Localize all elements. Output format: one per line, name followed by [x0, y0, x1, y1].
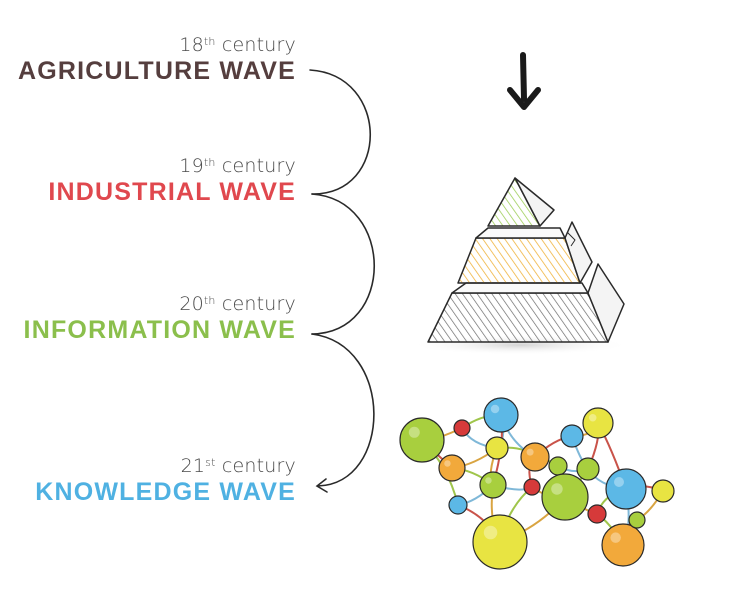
network-node — [587, 504, 607, 524]
era-agriculture: 18th century Agriculture Wave — [18, 34, 296, 86]
network-node — [548, 456, 568, 476]
network-node — [651, 479, 675, 503]
network-node — [523, 478, 541, 496]
node-highlight — [485, 477, 492, 484]
network-node — [448, 495, 468, 515]
network-node — [453, 419, 471, 437]
brace-industrial-to-information — [311, 193, 376, 335]
down-arrow-icon — [507, 52, 541, 110]
century-label: 19th century — [179, 155, 296, 177]
node-highlight — [483, 525, 498, 540]
era-information: 20th century Information Wave — [24, 293, 296, 345]
century-label: 21st century — [180, 455, 296, 477]
century-label: 20th century — [179, 293, 296, 315]
node-highlight — [490, 404, 500, 414]
network-node — [520, 442, 550, 472]
network-node — [438, 454, 466, 482]
network-node — [560, 424, 584, 448]
network-node — [605, 468, 647, 510]
network-node — [472, 514, 528, 570]
network-node — [576, 457, 600, 481]
wave-title: Industrial Wave — [48, 178, 296, 206]
network-node — [483, 397, 519, 433]
node-highlight — [589, 414, 597, 422]
brace-agri-to-industrial — [309, 69, 371, 195]
node-highlight — [444, 460, 451, 467]
wave-title: Information Wave — [23, 316, 296, 344]
node-highlight — [614, 477, 624, 487]
network-node — [479, 471, 507, 499]
network-node — [582, 407, 614, 439]
wave-title: Agriculture Wave — [17, 57, 296, 85]
node-highlight — [551, 483, 563, 495]
network-node — [541, 473, 589, 521]
network-node — [628, 511, 646, 529]
century-label: 18th century — [179, 34, 296, 56]
era-knowledge: 21st century Knowledge Wave — [35, 455, 296, 507]
era-industrial: 19th century Industrial Wave — [48, 155, 296, 207]
network-icon — [399, 397, 675, 570]
network-node — [601, 523, 645, 567]
network-node — [399, 417, 445, 463]
arrowhead — [315, 478, 328, 493]
pyramid-icon — [410, 177, 630, 355]
network-node — [485, 436, 509, 460]
node-highlight — [408, 426, 420, 438]
node-highlight — [526, 448, 534, 456]
wave-title: Knowledge Wave — [35, 478, 296, 506]
brace-information-to-knowledge — [311, 333, 375, 487]
node-highlight — [610, 532, 621, 543]
